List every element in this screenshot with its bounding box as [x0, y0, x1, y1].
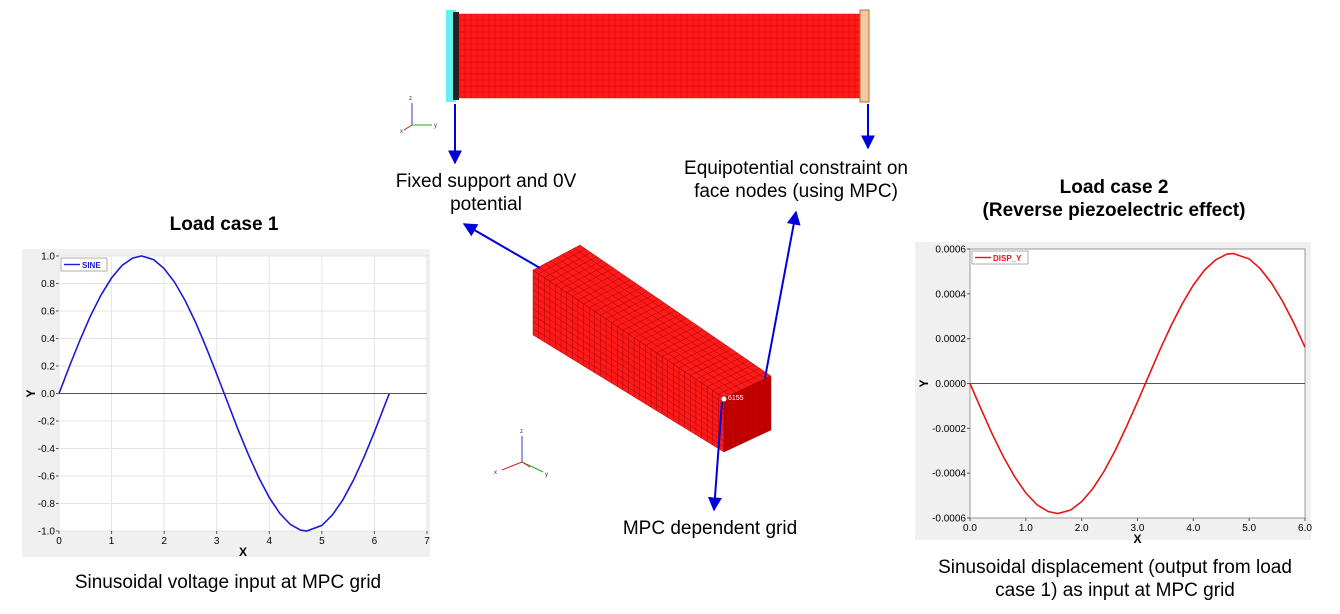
mesh-line	[579, 244, 772, 377]
mpc-node-id: 6155	[728, 395, 744, 402]
legend-box	[971, 250, 1029, 265]
x-tick-label: 3.0	[1131, 523, 1145, 534]
fixed-support-label: Fixed support and 0V potential	[370, 170, 602, 216]
caption-left: Sinusoidal voltage input at MPC grid	[74, 572, 382, 593]
mpc-grid-label: MPC dependent grid	[622, 518, 798, 539]
triad-z-label: z	[520, 429, 523, 435]
mesh-line	[562, 254, 754, 385]
y-tick-label: 0.2	[41, 362, 55, 373]
x-tick-label: 0	[56, 536, 62, 547]
legend-box	[60, 257, 108, 272]
equipotential-text: Equipotential constraint on face nodes (…	[684, 158, 908, 202]
y-tick-label: -1.0	[38, 527, 56, 538]
beam-mesh-lines	[458, 13, 862, 99]
mesh-line	[532, 282, 725, 409]
beam-top-view	[446, 9, 870, 103]
legend-label: SINE	[82, 261, 101, 270]
y-tick-label: 0.0	[41, 389, 55, 400]
mesh-line	[568, 251, 760, 382]
y-tick-label: -0.0006	[932, 514, 966, 525]
axis-triad-top: z y x	[400, 96, 437, 135]
x-tick-label: 5	[319, 536, 325, 547]
arrow-to-equipotential-label	[764, 210, 801, 379]
y-tick-label: 0.0000	[935, 379, 966, 390]
triad-x-label: x	[400, 129, 403, 135]
mesh-line	[538, 266, 730, 396]
load-case-1-title: Load case 1	[169, 214, 279, 235]
y-tick-label: 0.0004	[935, 289, 966, 300]
axis-triad-bottom: z y x	[494, 429, 548, 478]
y-tick-label: 0.4	[41, 334, 55, 345]
triad-x-label: x	[494, 470, 497, 476]
load-case-2-title: Load case 2 (Reverse piezoelectric effec…	[982, 177, 1246, 221]
x-tick-label: 3	[214, 536, 220, 547]
y-tick-label: -0.8	[38, 499, 56, 510]
y-axis-label: Y	[917, 379, 931, 387]
y-tick-label: -0.6	[38, 472, 56, 483]
mpc-node-marker	[721, 396, 727, 402]
x-tick-label: 0.0	[963, 523, 977, 534]
y-axis-label: Y	[24, 389, 38, 397]
mesh-line	[532, 302, 725, 426]
mesh-line	[532, 315, 725, 436]
mesh-line	[532, 276, 725, 404]
beam-3d-top-face	[533, 245, 771, 398]
triad-z-label: z	[409, 96, 412, 102]
y-tick-label: -0.4	[38, 444, 56, 455]
mesh-line	[532, 334, 725, 453]
fixed-support-edge	[453, 12, 459, 100]
x-axis-label: X	[239, 545, 247, 559]
y-tick-label: -0.0002	[932, 424, 966, 435]
x-tick-label: 4	[267, 536, 273, 547]
y-tick-label: 0.6	[41, 307, 55, 318]
beam-3d-mesh-lines	[532, 244, 772, 453]
arrow-to-mpc-grid-label	[707, 401, 723, 512]
fixed-support-text: Fixed support and 0V potential	[395, 171, 577, 215]
y-tick-label: 0.0006	[935, 245, 966, 256]
mesh-line	[532, 308, 725, 431]
mesh-line	[532, 269, 725, 399]
x-tick-label: 1.0	[1019, 523, 1033, 534]
chart-load-case-2: -0.0006 -0.0004 -0.0002 0.0000 0.0002 0.0004 0…	[915, 242, 1312, 546]
mesh-line	[544, 263, 736, 393]
x-tick-label: 2.0	[1075, 523, 1089, 534]
y-tick-label: 1.0	[41, 252, 55, 263]
mesh-line	[532, 295, 725, 420]
mesh-line	[532, 321, 725, 442]
y-tick-label: 0.0002	[935, 334, 966, 345]
equipotential-label: Equipotential constraint on face nodes (…	[660, 157, 932, 203]
mesh-line	[556, 257, 748, 388]
x-tick-label: 2	[161, 536, 167, 547]
mesh-line	[550, 260, 742, 390]
y-tick-label: 0.8	[41, 279, 55, 290]
arrow-to-fixed-label	[462, 223, 541, 269]
fixed-support-plate	[446, 10, 456, 102]
x-tick-label: 5.0	[1242, 523, 1256, 534]
x-tick-label: 6.0	[1298, 523, 1312, 534]
mesh-line	[574, 247, 766, 379]
mpc-face-plate	[859, 9, 870, 103]
series-line	[58, 255, 391, 532]
caption-right: Sinusoidal displacement (output from loa…	[938, 557, 1292, 601]
mesh-line	[532, 289, 725, 415]
triad-y-label: y	[545, 472, 548, 478]
x-tick-label: 6	[372, 536, 378, 547]
mesh-line	[532, 328, 725, 447]
y-tick-label: -0.0004	[932, 469, 966, 480]
x-axis-label: X	[1133, 532, 1141, 546]
x-tick-label: 4.0	[1186, 523, 1200, 534]
legend-label: DISP_Y	[993, 254, 1022, 263]
callout-arrows	[448, 104, 875, 512]
beam-3d-view: 6155	[532, 244, 772, 453]
y-tick-label: -0.2	[38, 417, 56, 428]
x-tick-label: 7	[424, 536, 430, 547]
x-tick-label: 1	[109, 536, 115, 547]
triad-y-label: y	[434, 123, 437, 129]
chart-load-case-1: -1.0 -0.8 -0.6 -0.4 -0.2 0.0 0.2 0.4 0.6 0.8 1.0 0 1…	[22, 249, 430, 559]
